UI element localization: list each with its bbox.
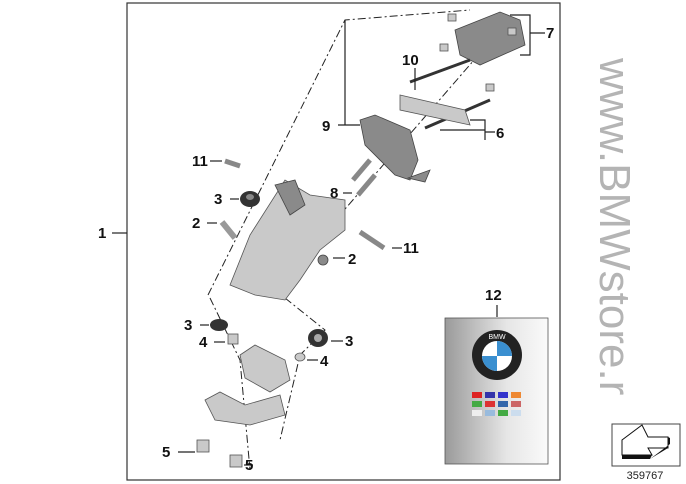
cover-part[interactable] <box>359 114 431 183</box>
language-flags <box>472 392 521 416</box>
bolts-8[interactable] <box>351 158 377 197</box>
bolt-11-right[interactable] <box>358 229 386 251</box>
callout-2-right[interactable]: 2 <box>348 251 356 268</box>
callout-12[interactable]: 12 <box>485 287 502 304</box>
arrow-back-icon[interactable] <box>611 423 681 467</box>
pins[interactable] <box>399 58 491 130</box>
callout-1[interactable]: 1 <box>98 225 106 242</box>
top-bracket[interactable] <box>439 11 526 92</box>
sleeve-4-left[interactable] <box>227 333 239 345</box>
screw-2-left[interactable] <box>219 220 238 240</box>
callout-2-left[interactable]: 2 <box>192 215 200 232</box>
bmw-logo: BMW <box>472 330 522 380</box>
callout-4-left[interactable]: 4 <box>199 334 208 351</box>
grommet-3-lower-left[interactable] <box>210 319 228 331</box>
diagram-number: 359767 <box>627 470 664 482</box>
callout-9[interactable]: 9 <box>322 118 330 135</box>
grommet-3-lower-right[interactable] <box>308 329 328 347</box>
callout-7[interactable]: 7 <box>546 25 554 42</box>
callout-3-lower-right[interactable]: 3 <box>345 333 353 350</box>
lower-bracket-upper[interactable] <box>239 344 291 393</box>
callout-5-right[interactable]: 5 <box>245 457 253 474</box>
assembly-frame <box>126 2 561 481</box>
callout-11-left[interactable]: 11 <box>192 153 208 170</box>
main-bracket[interactable] <box>229 179 346 301</box>
watermark: www.BMWstore.r <box>590 57 639 395</box>
owners-manual[interactable]: BMW <box>444 317 549 465</box>
callout-5-left[interactable]: 5 <box>162 444 170 461</box>
bmw-logo-text: BMW <box>488 334 506 341</box>
lower-bracket-lower[interactable] <box>204 391 286 426</box>
callout-10[interactable]: 10 <box>402 52 419 69</box>
sleeve-4-right[interactable] <box>294 352 306 362</box>
callout-3-top[interactable]: 3 <box>214 191 222 208</box>
callout-4-right[interactable]: 4 <box>320 353 329 370</box>
bolt-11-left[interactable] <box>224 158 241 169</box>
callout-3-lower-left[interactable]: 3 <box>184 317 192 334</box>
bolts-5[interactable] <box>196 439 243 468</box>
callout-11-right[interactable]: 11 <box>403 240 419 257</box>
grommet-3-top[interactable] <box>240 191 260 207</box>
callout-8[interactable]: 8 <box>330 185 338 202</box>
callout-6[interactable]: 6 <box>496 125 504 142</box>
